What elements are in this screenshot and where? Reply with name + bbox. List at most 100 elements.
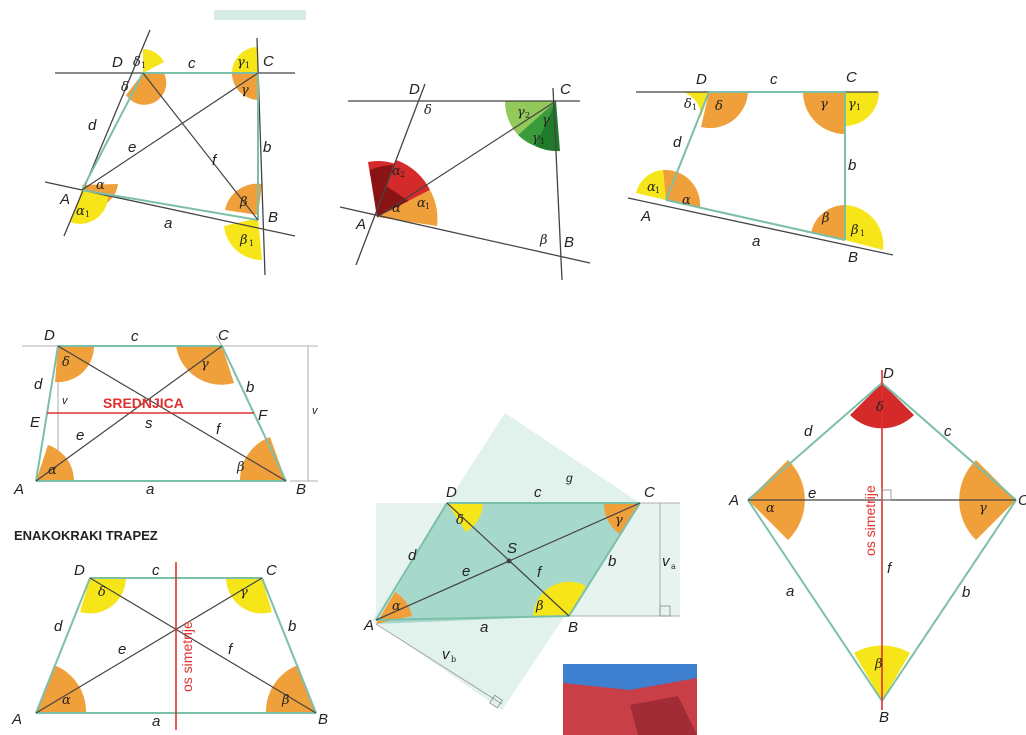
side-b — [261, 577, 317, 714]
side-b — [568, 502, 641, 617]
line-ad — [355, 83, 426, 266]
side-label-c: c — [152, 562, 160, 579]
side-label-d: d — [408, 547, 417, 564]
figure-7-kite: os simetrije D A C B d c a b e f δ α γ β — [728, 365, 1026, 726]
figure-1-quadrilateral-exterior-angles: D C A B c d a b e f δ 1 δ γ 1 γ α α 1 β … — [44, 29, 296, 276]
vertex-F: F — [258, 407, 268, 424]
diagonal-f — [89, 577, 317, 714]
label-beta1: β — [850, 223, 859, 238]
line-ab — [627, 197, 894, 256]
side-c — [881, 382, 1017, 501]
vertex-C: C — [218, 327, 229, 344]
diagonal-e — [81, 72, 259, 191]
label-alpha: α — [392, 201, 401, 216]
right-angle-mark — [881, 489, 892, 501]
angle-gamma1 — [232, 47, 258, 73]
line-bc — [552, 87, 563, 281]
label-beta: β — [535, 599, 544, 614]
vertex-A: A — [640, 208, 651, 225]
vertex-C: C — [1018, 492, 1026, 509]
side-d — [747, 382, 883, 501]
heading-isosceles-trapezoid: ENAKOKRAKI TRAPEZ — [14, 528, 158, 543]
label-gamma: γ — [241, 83, 249, 98]
height-label-v-small: v — [62, 395, 69, 407]
side-label-a: a — [480, 619, 488, 636]
vertex-D: D — [883, 365, 894, 382]
vertex-B: B — [568, 619, 578, 636]
side-a — [665, 199, 846, 241]
label-alpha2: α — [392, 164, 401, 179]
label-delta1: δ — [133, 55, 141, 70]
line-ab — [339, 206, 591, 264]
figure-5-isosceles-trapezoid: os simetrije D C A B c d b a e f δ γ α β — [11, 562, 328, 730]
side-d — [35, 577, 91, 714]
sub-va: a — [671, 562, 676, 571]
label-alpha1: α — [417, 196, 426, 211]
label-delta: δ — [424, 103, 432, 118]
angle-beta1 — [224, 218, 262, 261]
side-label-d: d — [88, 117, 97, 134]
side-label-d: d — [673, 134, 682, 151]
side-label-b: b — [848, 157, 856, 174]
label-gamma1: γ — [237, 55, 245, 70]
label-gamma: γ — [542, 113, 550, 128]
midline-label-s: s — [145, 415, 153, 432]
diag-label-f: f — [887, 560, 893, 577]
photo-building-shadow — [630, 696, 697, 735]
symmetry-axis-label: os simetrije — [862, 485, 878, 556]
diag-label-f: f — [537, 564, 543, 581]
midline-label: SREDNJICA — [103, 395, 184, 411]
diag-label-f: f — [212, 152, 218, 169]
sub-beta1: 1 — [249, 239, 254, 248]
label-alpha: α — [48, 463, 57, 478]
sub-gamma1: 1 — [245, 61, 250, 70]
label-alpha: α — [766, 501, 775, 516]
height-vb — [375, 623, 503, 705]
vertex-C: C — [644, 484, 655, 501]
angle-alpha — [36, 445, 74, 481]
label-beta1: β — [239, 233, 248, 248]
vertex-C: C — [263, 53, 274, 70]
label-gamma2: γ — [517, 105, 525, 120]
right-angle-va — [659, 605, 671, 617]
side-label-b: b — [263, 139, 271, 156]
vertex-A: A — [363, 617, 374, 634]
diag-label-e: e — [128, 139, 136, 156]
angle-delta — [55, 346, 95, 383]
label-beta: β — [539, 233, 548, 248]
side-label-c: c — [770, 71, 778, 88]
side-label-a: a — [164, 215, 172, 232]
angle-alpha — [663, 169, 701, 208]
angle-beta — [811, 205, 845, 240]
side-label-b: b — [962, 584, 970, 601]
side-d — [81, 72, 144, 191]
line-ad-extended — [63, 29, 151, 237]
sub-vb: b — [451, 655, 456, 664]
diagonal-f — [142, 72, 259, 221]
label-alpha: α — [682, 193, 691, 208]
figure-2-angle-sum: D C A B δ β α 2 α α 1 γ 2 γ γ 1 — [339, 81, 591, 281]
label-alpha1: α — [76, 204, 85, 219]
angle-beta — [533, 581, 586, 616]
side-label-a: a — [152, 713, 160, 730]
vertex-E: E — [30, 414, 41, 431]
side-label-c: c — [944, 423, 952, 440]
angle-beta — [225, 183, 262, 215]
sub-gamma1: 1 — [540, 137, 545, 146]
angle-delta — [701, 92, 748, 129]
vertex-A: A — [59, 191, 70, 208]
label-gamma1: γ — [848, 97, 856, 112]
diagonal-ac — [376, 100, 557, 218]
side-label-b: b — [608, 553, 616, 570]
diag-label-f: f — [228, 641, 234, 658]
sub-alpha1: 1 — [85, 210, 90, 219]
height-label-vb: v — [442, 646, 451, 663]
side-label-c: c — [188, 55, 196, 72]
top-bar — [214, 10, 306, 20]
vertex-C: C — [560, 81, 571, 98]
height-label-v: v — [312, 405, 319, 417]
angle-beta — [239, 437, 286, 481]
angle-delta — [126, 73, 167, 105]
vertex-B: B — [848, 249, 858, 266]
